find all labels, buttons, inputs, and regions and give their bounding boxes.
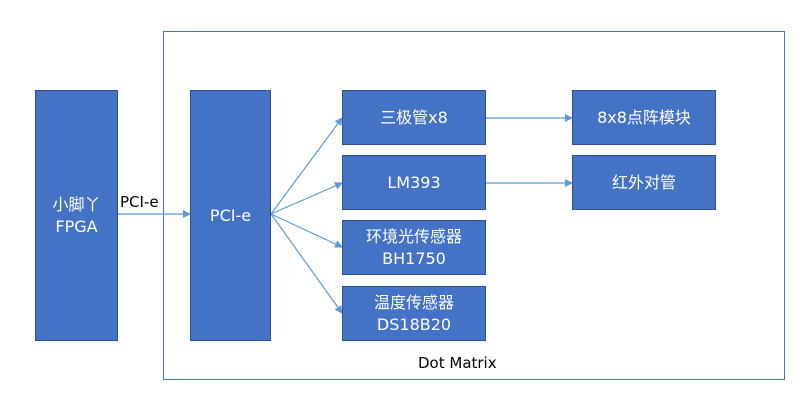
- transistor-block: 三极管x8: [342, 90, 486, 145]
- pcie-to-temp-sensor-arrow: [270, 213, 343, 314]
- pcie-block-label: PCI-e: [209, 205, 252, 225]
- light-sensor-model: BH1750: [382, 248, 446, 268]
- fpga-name: 小脚丫: [52, 194, 101, 214]
- temp-sensor-name: 温度传感器: [373, 292, 454, 312]
- transistor-label: 三极管x8: [380, 107, 448, 127]
- pcie-to-lm393-arrow: [270, 182, 343, 215]
- light-sensor-name: 环境光传感器: [365, 226, 462, 246]
- lm393-label: LM393: [387, 172, 441, 192]
- lm393-block: LM393: [342, 155, 486, 210]
- fpga-type: FPGA: [55, 216, 98, 236]
- light-sensor-block: 环境光传感器 BH1750: [342, 220, 486, 275]
- ir-pair-label: 红外对管: [611, 172, 676, 192]
- ir-pair-block: 红外对管: [572, 155, 716, 210]
- dot-matrix-module-label: 8x8点阵模块: [597, 107, 691, 127]
- pcie-link-label: PCI-e: [120, 193, 159, 211]
- pcie-to-transistor-arrow: [270, 117, 343, 215]
- temp-sensor-model: DS18B20: [376, 314, 452, 334]
- pcie-block: PCI-e: [190, 90, 271, 341]
- dot-matrix-module-block: 8x8点阵模块: [572, 90, 716, 145]
- dot-matrix-frame: [163, 31, 785, 380]
- fpga-block: 小脚丫 FPGA: [35, 90, 118, 341]
- pcie-to-light-sensor-arrow: [270, 213, 343, 248]
- temp-sensor-block: 温度传感器 DS18B20: [342, 286, 486, 341]
- frame-label: Dot Matrix: [418, 354, 497, 372]
